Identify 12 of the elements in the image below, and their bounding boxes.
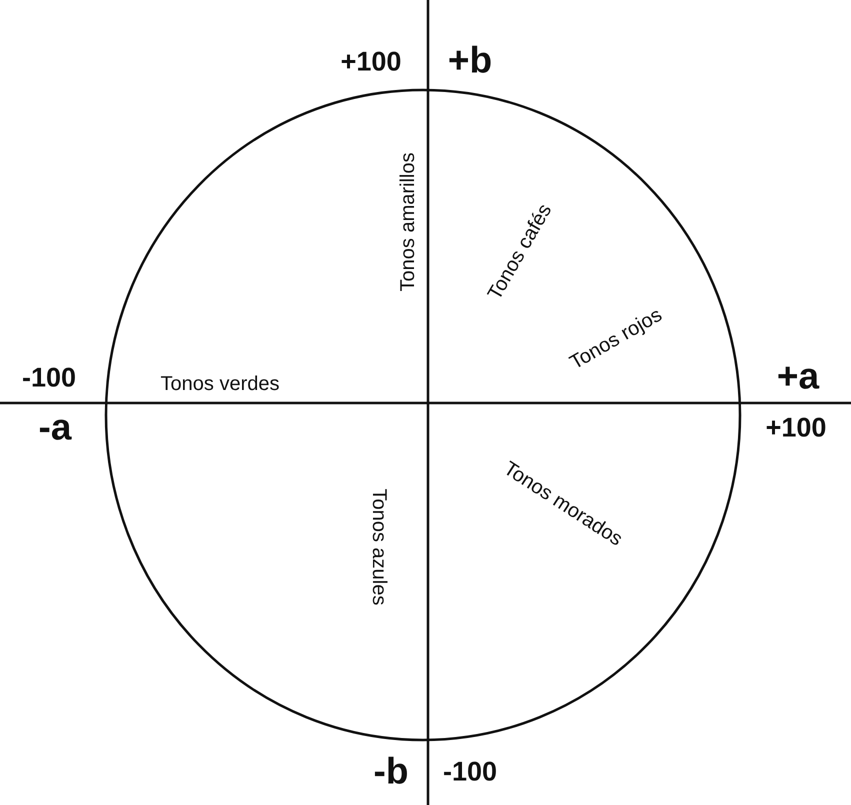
axis-label: +a <box>776 358 820 394</box>
axis-tick-value: +100 <box>340 48 402 76</box>
axis-label: -b <box>374 752 408 790</box>
axis-tick-value: -100 <box>22 364 76 392</box>
region-label: Tonos rojos <box>566 304 666 374</box>
axis-tick-value: -100 <box>442 758 498 786</box>
region-label: Tonos verdes <box>160 374 280 394</box>
region-label: Tonos amarillos <box>398 152 418 292</box>
axis-label: +b <box>448 42 492 78</box>
region-label: Tonos azules <box>369 488 389 606</box>
axis-label: -a <box>38 408 72 446</box>
axis-tick-value: +100 <box>766 414 826 442</box>
